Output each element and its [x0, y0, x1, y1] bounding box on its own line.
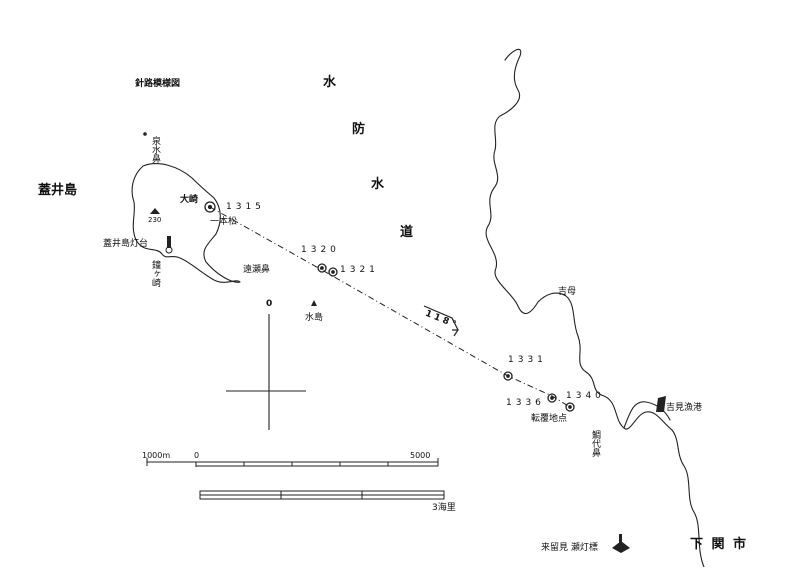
waypoint-1320 — [317, 263, 327, 273]
waypoint-1340 — [565, 402, 575, 412]
time-1331: 1331 — [508, 355, 547, 365]
lighthouse-icon — [165, 236, 173, 254]
waypoint-1321 — [328, 267, 338, 277]
channel-char-2: 防 — [352, 122, 366, 137]
waypoint-1336 — [547, 393, 557, 403]
label-city: 下 関 市 — [690, 537, 749, 552]
north-label: 0 — [266, 299, 273, 309]
summit-icon — [150, 208, 160, 214]
map-title: 針路模様図 — [135, 79, 181, 89]
scale-label-nautical: 3海里 — [432, 503, 456, 513]
channel-char-4: 道 — [400, 225, 414, 240]
time-1340: 1340 — [566, 391, 605, 401]
label-yoshimi-port: 吉見漁港 — [666, 403, 703, 413]
label-lighthouse: 蓋井島灯台 — [103, 239, 149, 249]
time-1320: 1320 — [301, 245, 340, 255]
label-ippon-matsu: 一本松 — [210, 217, 238, 227]
course-arrow — [423, 305, 460, 337]
label-yoshimo: 吉母 — [558, 287, 577, 297]
cape-dot — [143, 132, 147, 136]
time-1315: 1315 — [226, 202, 265, 212]
label-mizushima: 水島 — [305, 313, 324, 323]
harbour-light-icon — [656, 396, 666, 412]
beacon-icon — [612, 534, 630, 553]
channel-char-3: 水 — [371, 177, 385, 192]
mizushima-islet-icon — [311, 300, 317, 306]
scale-label-zero: 0 — [194, 451, 200, 460]
island-coastline — [131, 163, 241, 283]
waypoint-1331 — [503, 371, 513, 381]
time-1321: 1321 — [340, 265, 379, 275]
mainland-coastline — [485, 48, 705, 568]
waypoint-1315 — [204, 201, 216, 213]
scale-bar-metric — [195, 461, 439, 467]
label-height: 230 — [148, 216, 162, 224]
scale-label-5000: 5000 — [410, 451, 431, 460]
harbour-coastline — [623, 401, 671, 429]
label-freshwater-point: 泉水鼻 — [150, 136, 160, 163]
label-kurumi-light: 来留見 瀬灯標 — [541, 543, 598, 553]
island-name: 蓋井島 — [38, 183, 78, 198]
label-capsize: 転覆地点 — [531, 414, 568, 424]
label-osaki: 大崎 — [180, 195, 199, 205]
label-cape-se: 遠瀬鼻 — [243, 265, 271, 275]
label-cape-sw: 鐘ヶ崎 — [150, 260, 160, 287]
channel-char-1: 水 — [323, 75, 337, 90]
time-1336: 1336 — [506, 398, 545, 408]
scale-label-1000m: 1000m — [142, 451, 171, 460]
label-cape-e: 鯛代鼻 — [590, 430, 600, 457]
course-track — [209, 206, 571, 408]
